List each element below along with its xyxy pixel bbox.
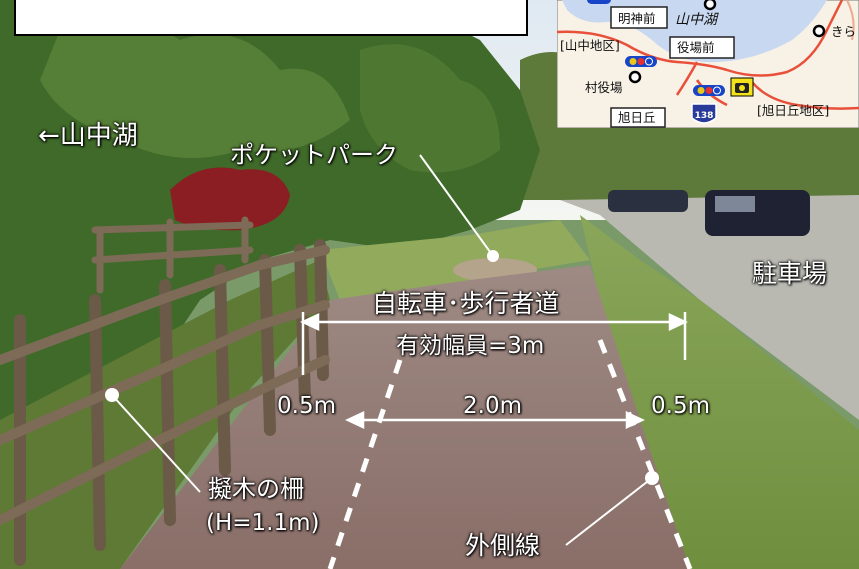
- caption-box: [14, 0, 528, 36]
- width-center-label: 2.0m: [463, 393, 522, 419]
- path-width-label: 有効幅員=3m: [396, 333, 545, 359]
- map-label-lake: 山中湖: [675, 12, 719, 28]
- map-label-village-office: 村役場: [585, 80, 623, 95]
- width-right-label: 0.5m: [651, 393, 710, 419]
- fence-label: 擬木の柵: [208, 475, 304, 503]
- lake-direction-label: ←山中湖: [38, 121, 138, 151]
- map-label-yamanaka-district: [山中地区]: [560, 38, 620, 53]
- outer-line-label: 外側線: [465, 531, 541, 560]
- route-number: 138: [695, 111, 714, 121]
- pocket-park-label: ポケットパーク: [230, 141, 398, 169]
- map-label-kira: きら: [831, 24, 856, 39]
- route-shield-icon: [691, 103, 717, 124]
- parking-label: 駐車場: [752, 259, 828, 288]
- width-left-label: 0.5m: [277, 393, 336, 419]
- fence-height-label: (H=1.1m): [206, 510, 320, 536]
- map-label-asahigaoka: 旭日丘: [618, 110, 656, 125]
- path-title-label: 自転車･歩行者道: [372, 289, 560, 318]
- map-label-yakubamae: 役場前: [677, 40, 715, 55]
- map-label-myojinmae: 明神前: [618, 11, 656, 26]
- inset-map: 明神前 役場前 旭日丘 山中湖 [山中地区] 村役場 [旭日丘地区] きら 13…: [557, 0, 859, 128]
- map-label-asahigaoka-district: [旭日丘地区]: [757, 103, 829, 118]
